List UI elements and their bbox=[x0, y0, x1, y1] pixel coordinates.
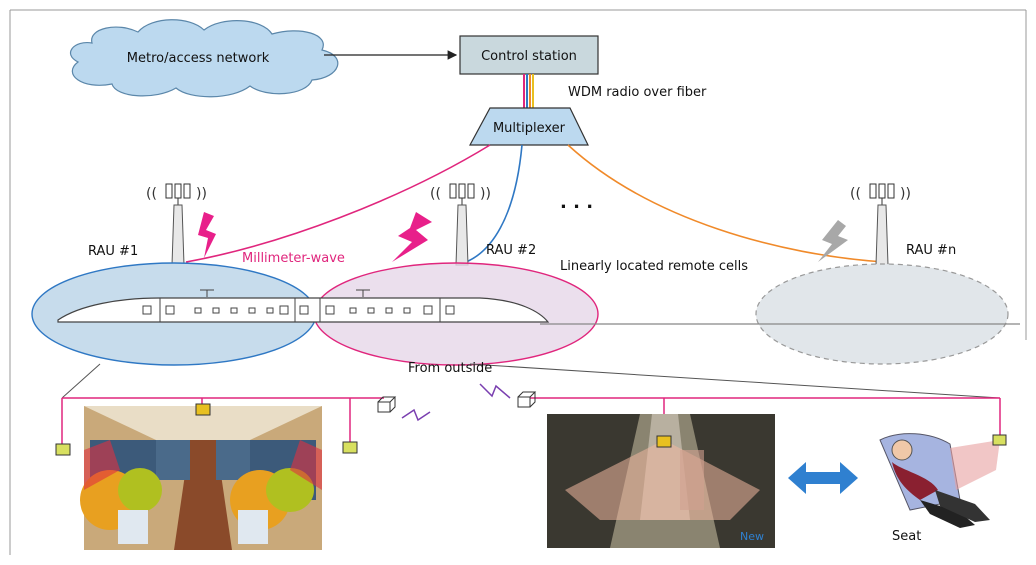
node-cube-icon-outside-left bbox=[377, 396, 397, 413]
access-point-icon-left-3 bbox=[342, 441, 358, 454]
from-outside-label: From outside bbox=[408, 361, 492, 376]
svg-text:((: (( bbox=[146, 186, 157, 202]
callout-line-right bbox=[469, 363, 1001, 399]
fiber-to-rau1 bbox=[185, 144, 491, 263]
access-point-icon-left-1 bbox=[55, 443, 71, 456]
lightning-icon-rau2 bbox=[392, 212, 432, 262]
raun-label: RAU #n bbox=[906, 243, 956, 258]
zigzag-signal-icon-left bbox=[401, 408, 431, 422]
seat-passenger-illustration bbox=[879, 433, 1000, 528]
rau1-antenna-icon: (( )) bbox=[146, 183, 207, 266]
seat-label: Seat bbox=[892, 529, 921, 544]
node-cube-icon-outside-right bbox=[517, 391, 537, 408]
train-icon bbox=[57, 289, 550, 323]
linear-cells-label: Linearly located remote cells bbox=[560, 259, 748, 274]
corridor-photo bbox=[547, 414, 775, 548]
fiber-to-rau2 bbox=[465, 144, 523, 263]
access-point-icon-right bbox=[992, 434, 1007, 446]
millimeter-wave-label: Millimeter-wave bbox=[242, 251, 345, 266]
raun-antenna-icon: (( )) bbox=[850, 183, 911, 266]
access-point-icon-left-2 bbox=[195, 403, 211, 416]
svg-text:((: (( bbox=[850, 186, 861, 202]
zigzag-signal-icon-right bbox=[479, 383, 511, 399]
lightning-icon-rau1 bbox=[198, 212, 216, 258]
rau1-label: RAU #1 bbox=[88, 244, 138, 259]
rau2-label: RAU #2 bbox=[486, 243, 536, 258]
svg-text:((: (( bbox=[430, 186, 441, 202]
multiplexer-label: Multiplexer bbox=[493, 121, 566, 136]
new-tag-label: New bbox=[740, 530, 764, 543]
wdm-fiber-bundle bbox=[523, 74, 534, 108]
svg-text:)): )) bbox=[480, 186, 491, 202]
lightning-icon-raun bbox=[818, 220, 848, 262]
callout-line-left bbox=[61, 363, 101, 399]
fiber-to-raun bbox=[567, 144, 885, 263]
wdm-label: WDM radio over fiber bbox=[568, 85, 707, 100]
left-distribution-lines bbox=[61, 397, 384, 445]
cabin-interior-photo bbox=[80, 406, 322, 550]
multiplexer-box bbox=[468, 107, 589, 146]
rau2-antenna-icon: (( )) bbox=[430, 183, 491, 266]
bidirectional-arrow-icon bbox=[788, 462, 858, 494]
svg-text:)): )) bbox=[900, 186, 911, 202]
control-station-label: Control station bbox=[481, 49, 577, 64]
svg-text:)): )) bbox=[196, 186, 207, 202]
cell-raun bbox=[755, 263, 1009, 365]
control-station-box bbox=[459, 35, 599, 75]
metro-network-label: Metro/access network bbox=[127, 51, 270, 66]
metro-cloud bbox=[70, 19, 339, 98]
rau-ellipsis: . . . bbox=[560, 192, 593, 213]
